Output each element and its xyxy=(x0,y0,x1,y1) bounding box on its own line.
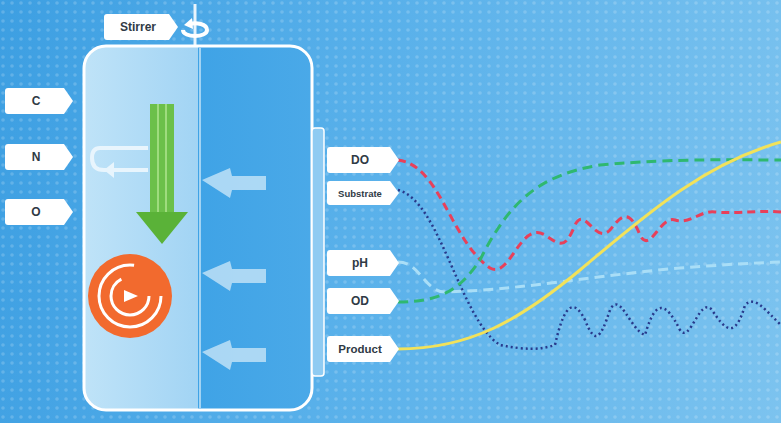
cell-ring-inner xyxy=(111,277,149,315)
sensor-port xyxy=(312,128,324,376)
tag-label: N xyxy=(5,144,73,170)
tag-text: O xyxy=(31,205,46,219)
tag-text: Substrate xyxy=(338,188,388,199)
tag-text: N xyxy=(32,150,47,164)
tag-label: Substrate xyxy=(327,181,399,205)
cell-arrow xyxy=(124,290,138,302)
product-curve xyxy=(398,142,781,349)
tag-label: Product xyxy=(327,336,399,362)
shaft-line xyxy=(199,48,201,408)
tag-text: Stirrer xyxy=(120,20,162,34)
loop-arrowhead xyxy=(104,162,114,178)
tag-label: O xyxy=(5,199,73,225)
tag-label: pH xyxy=(327,250,399,276)
tag-text: C xyxy=(32,94,47,108)
tag-label: Stirrer xyxy=(104,14,178,40)
cell-ring xyxy=(99,265,161,327)
tag-text: pH xyxy=(352,256,374,270)
tag-label: DO xyxy=(327,147,399,173)
ph-curve xyxy=(398,262,781,292)
od-curve xyxy=(398,160,781,302)
substrate-curve xyxy=(398,190,781,349)
tag-text: OD xyxy=(351,294,375,308)
tag-text: DO xyxy=(351,153,375,167)
vessel xyxy=(84,46,312,410)
do-curve xyxy=(398,160,781,270)
tag-label: OD xyxy=(327,288,399,314)
impellers xyxy=(202,168,266,370)
tag-label: C xyxy=(5,88,73,114)
tag-text: Product xyxy=(338,343,387,355)
loop-arrow xyxy=(92,148,148,170)
green-arrowhead xyxy=(136,212,188,244)
rotation-arrowhead xyxy=(184,18,193,29)
green-arrow xyxy=(150,104,174,214)
cell-circle xyxy=(88,254,172,338)
